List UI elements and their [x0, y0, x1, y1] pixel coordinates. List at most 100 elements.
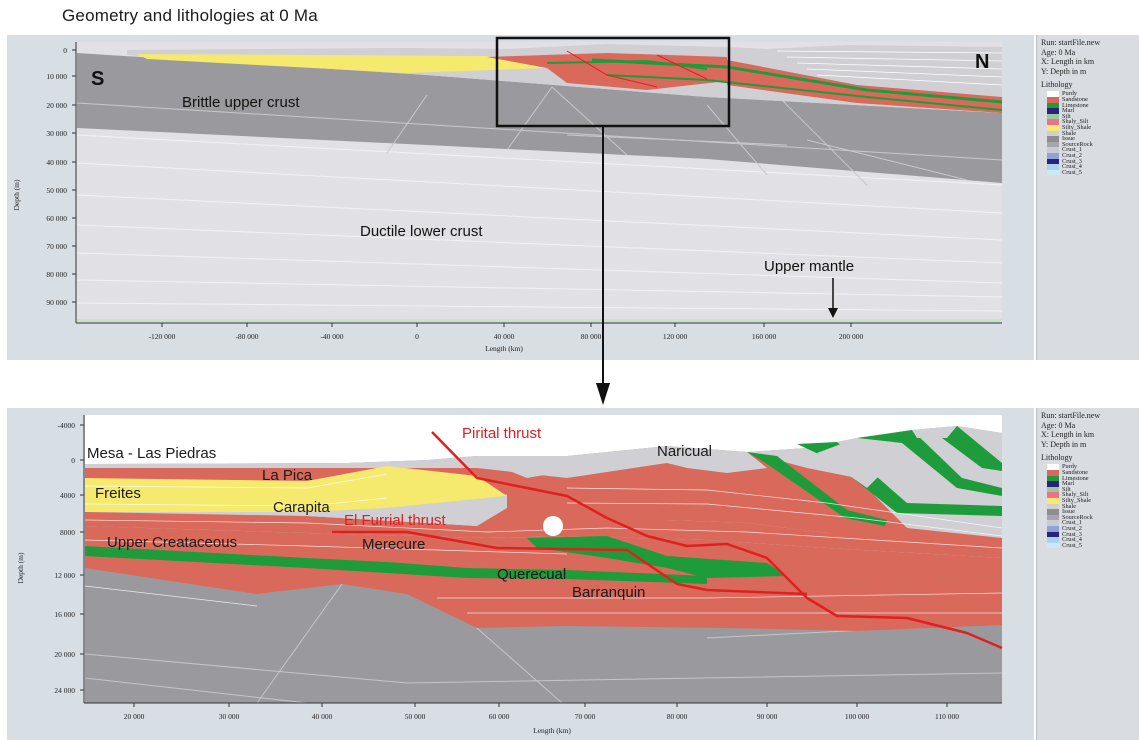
legend-label: Limestone [1062, 474, 1089, 482]
legend-header-line: X: Length in km [1041, 430, 1095, 440]
bottom-x-tick: 80 000 [667, 712, 688, 721]
legend-swatch [1047, 469, 1059, 476]
top-legend: Run: startFile.new Age: 0 Ma X: Length i… [1036, 35, 1139, 360]
legend-label: Crust_3 [1062, 530, 1082, 538]
top-y-tick: 20 000 [46, 101, 67, 110]
bottom-y-tick: 20 000 [54, 650, 75, 659]
legend-item: Purdy [1047, 464, 1139, 470]
top-annotations: S N Brittle upper crust Ductile lower cr… [91, 51, 989, 318]
legend-swatch [1047, 119, 1059, 125]
legend-swatch [1047, 147, 1059, 153]
label-merecure: Merecure [362, 536, 425, 553]
legend-swatch [1047, 525, 1059, 532]
legend-label: Silt [1062, 112, 1071, 120]
legend-swatch [1047, 497, 1059, 504]
legend-header-line: X: Length in km [1041, 57, 1095, 67]
legend-header-line: Y: Depth in m [1041, 66, 1087, 76]
label-barranquin: Barranquin [572, 584, 645, 601]
legend-item: Shale [1047, 502, 1139, 510]
top-axes: 0 10 000 20 000 30 000 40 000 50 000 60 … [12, 42, 1002, 353]
top-y-tick: 40 000 [46, 158, 67, 167]
legend-label: Shale [1062, 129, 1076, 137]
top-y-tick: 60 000 [46, 214, 67, 223]
legend-title: Lithology [1041, 453, 1073, 463]
legend-swatch [1047, 164, 1059, 170]
bottom-x-tick: 50 000 [405, 712, 426, 721]
top-x-tick: -40 000 [320, 332, 343, 341]
label-naricual: Naricual [657, 443, 712, 460]
legend-header: Run: startFile.new Age: 0 Ma X: Length i… [1037, 35, 1139, 76]
top-section-plot: 0 10 000 20 000 30 000 40 000 50 000 60 … [12, 36, 1003, 353]
bottom-x-tick: 20 000 [124, 712, 145, 721]
label-brittle-crust: Brittle upper crust [182, 94, 300, 111]
top-y-axis-title: Depth (m) [12, 179, 21, 211]
legend-title: Lithology [1041, 80, 1073, 90]
legend-header: Run: startFile.new Age: 0 Ma X: Length i… [1037, 408, 1139, 449]
top-y-tick: 50 000 [46, 186, 67, 195]
top-y-tick: 70 000 [46, 242, 67, 251]
bottom-x-tick: 90 000 [757, 712, 778, 721]
legend-item: Purdy [1047, 91, 1139, 97]
top-x-tick: 120 000 [663, 332, 688, 341]
bottom-y-tick: 24 000 [54, 686, 75, 695]
bottom-y-tick: 4000 [60, 491, 75, 500]
bottom-y-tick: 12 000 [54, 571, 75, 580]
legend-item: Shaly_Silt [1047, 492, 1139, 498]
legend-label: Issue [1062, 135, 1075, 143]
legend-swatch [1047, 520, 1059, 526]
legend-label: Crust_1 [1062, 519, 1082, 527]
legend-item: Sandstone [1047, 96, 1139, 103]
legend-label: Silt [1062, 485, 1071, 493]
legend-item: Crust_1 [1047, 147, 1139, 153]
legend-label: Issue [1062, 508, 1075, 516]
legend-swatch [1047, 152, 1059, 159]
top-y-tick: 90 000 [46, 298, 67, 307]
label-pirital-thrust: Pirital thrust [462, 425, 542, 442]
top-x-tick: 200 000 [839, 332, 864, 341]
mantle-arrow [828, 278, 838, 318]
legend-item: Shale [1047, 129, 1139, 137]
legend-label: Marl [1062, 107, 1075, 115]
legend-item: Crust_1 [1047, 520, 1139, 526]
legend-swatch [1047, 492, 1059, 498]
legend-swatch [1047, 503, 1059, 510]
legend-label: SourceRock [1062, 513, 1093, 521]
top-x-tick: -120 000 [149, 332, 176, 341]
legend-label: Crust_5 [1062, 541, 1082, 549]
legend-label: Crust_2 [1062, 151, 1082, 159]
legend-swatch [1047, 96, 1059, 103]
bottom-y-tick: 0 [71, 456, 75, 465]
legend-item: SourceRock [1047, 513, 1139, 521]
legend-item: Silt [1047, 112, 1139, 120]
legend-swatch [1047, 464, 1059, 470]
label-south: S [91, 68, 104, 90]
top-y-tick: 80 000 [46, 270, 67, 279]
legend-label: Purdy [1062, 463, 1078, 471]
legend-item: Issue [1047, 508, 1139, 516]
legend-item: Silt [1047, 485, 1139, 493]
legend-swatch [1047, 102, 1059, 109]
legend-swatch [1047, 481, 1059, 487]
legend-swatch [1047, 169, 1059, 176]
legend-item: Silty_Shale [1047, 497, 1139, 504]
label-upper-cretaceous: Upper Creataceous [107, 534, 237, 551]
legend-swatch [1047, 158, 1059, 165]
bottom-y-tick: 16 000 [54, 610, 75, 619]
legend-label: Shale [1062, 502, 1076, 510]
legend-label: Marl [1062, 480, 1075, 488]
legend-item: Limestone [1047, 474, 1139, 482]
legend-swatch [1047, 130, 1059, 137]
bottom-x-tick: 30 000 [219, 712, 240, 721]
legend-item: Crust_3 [1047, 530, 1139, 538]
legend-swatch [1047, 141, 1059, 148]
legend-item: Silty_Shale [1047, 124, 1139, 131]
legend-item: Marl [1047, 108, 1139, 114]
bottom-x-tick: 70 000 [575, 712, 596, 721]
bottom-axes: -4000 0 4000 8000 12 000 16 000 20 000 2… [16, 415, 1002, 735]
label-el-furrial-thrust: El Furrial thrust [344, 512, 447, 529]
top-section-panel: 0 10 000 20 000 30 000 40 000 50 000 60 … [7, 35, 1034, 360]
bottom-x-tick: 60 000 [489, 712, 510, 721]
legend-header-line: Y: Depth in m [1041, 439, 1087, 449]
label-querecual: Querecual [497, 566, 566, 583]
legend-swatch [1047, 113, 1059, 120]
